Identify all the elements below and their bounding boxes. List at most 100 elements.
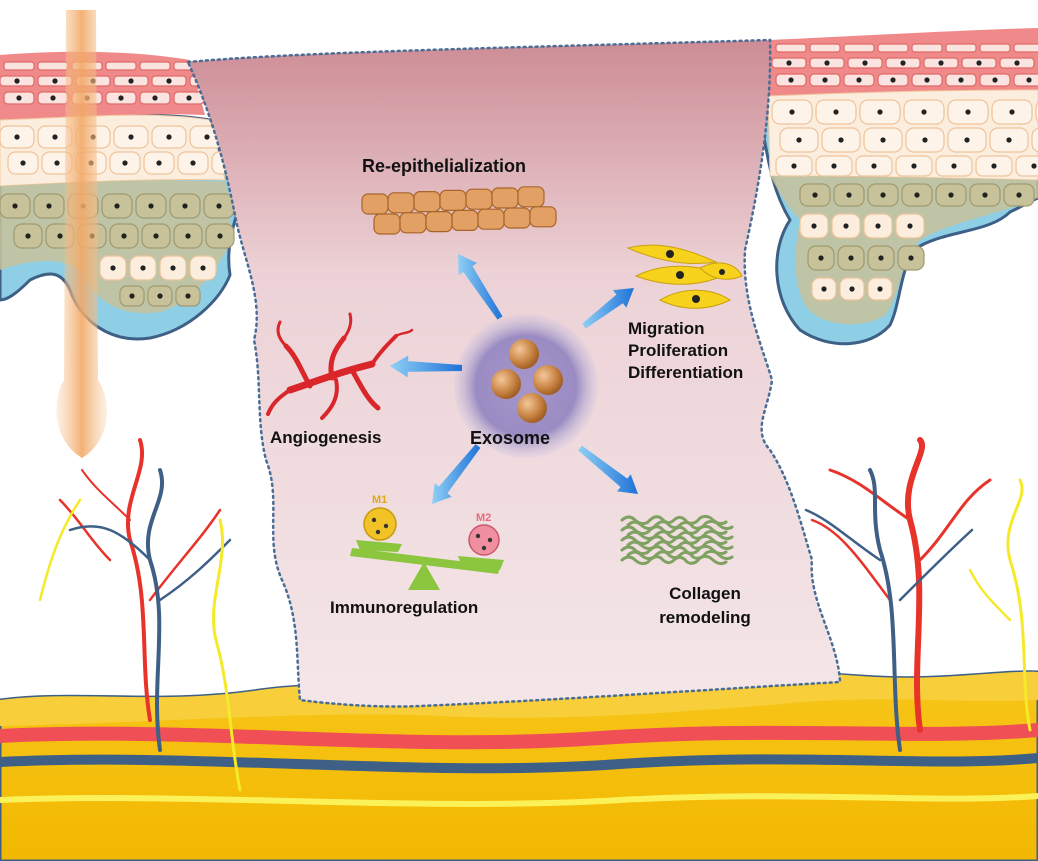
right-vein-branch: [868, 468, 902, 752]
exosome-particle-4: [517, 393, 547, 423]
stratum-corneum-cell: [3, 61, 35, 71]
macrophage-m2-cell: [468, 524, 500, 556]
epithelial-cell: [361, 193, 389, 215]
cell-nucleus: [1031, 163, 1037, 169]
balance-pan-left: [356, 540, 402, 552]
exosome-halo: [454, 314, 598, 458]
right-artery-branch: [905, 437, 925, 733]
stratum-corneum-cell: [37, 61, 69, 71]
cell-nucleus: [976, 60, 982, 66]
angio-branch-1: [283, 343, 313, 389]
cell-nucleus: [914, 192, 920, 198]
cell-nucleus: [890, 77, 896, 83]
cell-nucleus: [821, 286, 827, 292]
cell-nucleus: [880, 192, 886, 198]
fibroblast-nucleus-2: [676, 271, 684, 279]
arrow-to-collagen: [578, 445, 638, 494]
cell-nucleus: [114, 203, 120, 209]
right-artery-twig: [918, 478, 992, 562]
label-angiogenesis: Angiogenesis: [270, 428, 382, 447]
stratum-corneum-cell: [105, 61, 137, 71]
label-m1: M1: [372, 494, 388, 506]
left-nerve-branch: [212, 518, 242, 792]
cell-nucleus: [122, 160, 128, 166]
macrophage-m1-cell: [363, 507, 397, 541]
cell-nucleus: [118, 95, 124, 101]
left-vein-twig: [68, 525, 152, 562]
cell-nucleus: [128, 78, 134, 84]
m2-dot-2: [487, 537, 493, 543]
cell-nucleus: [862, 60, 868, 66]
keratinocyte: [1015, 155, 1038, 177]
m2-dot-3: [481, 545, 487, 551]
epithelial-cell: [413, 191, 441, 213]
arrow-to-angiogenesis: [390, 355, 463, 378]
fibroblast-cells: [626, 244, 743, 309]
stratum-corneum-cell: [945, 43, 977, 53]
epithelial-cell: [465, 188, 493, 210]
angio-branch-6: [276, 320, 288, 348]
cell-nucleus: [52, 78, 58, 84]
hair-follicle: [56, 10, 108, 458]
cell-nucleus: [54, 160, 60, 166]
collagen-fiber: [626, 549, 734, 561]
cell-nucleus: [907, 223, 913, 229]
left-artery-branch: [126, 438, 152, 722]
cell-nucleus: [878, 255, 884, 261]
m2-dot-1: [475, 533, 481, 539]
label-proliferation: Proliferation: [628, 341, 729, 360]
left-nerve-twig: [38, 498, 82, 602]
stratum-corneum-cell: [1013, 43, 1038, 53]
cell-nucleus: [831, 163, 837, 169]
cell-nucleus: [185, 233, 191, 239]
epithelial-cell: [477, 208, 505, 230]
cell-nucleus: [12, 203, 18, 209]
label-collagen: Collagen: [669, 584, 741, 603]
exosome-particle-2: [491, 369, 521, 399]
cell-nucleus: [991, 163, 997, 169]
fibroblast-nucleus-4: [719, 269, 725, 275]
cell-nucleus: [856, 77, 862, 83]
cell-nucleus: [204, 134, 210, 140]
exosome-particles: [491, 339, 563, 423]
main-artery: [0, 723, 1038, 750]
arrow-to-reepithelialization: [458, 254, 503, 320]
balance-beam: [350, 548, 500, 574]
cell-nucleus: [166, 134, 172, 140]
cell-nucleus: [20, 160, 26, 166]
angio-branch-4: [370, 334, 398, 366]
cell-nucleus: [1006, 137, 1012, 143]
m1-dot-3: [375, 529, 381, 535]
label-differentiation: Differentiation: [628, 363, 744, 382]
cell-nucleus: [791, 163, 797, 169]
angio-branch-7: [342, 312, 353, 340]
cell-nucleus: [921, 109, 927, 115]
cell-nucleus: [838, 137, 844, 143]
immunoregulation-balance: [350, 507, 504, 590]
fibroblast-nucleus-3: [692, 295, 700, 303]
stratum-corneum-cell: [775, 43, 807, 53]
balance-pan-right: [458, 556, 504, 570]
label-exosome: Exosome: [470, 428, 551, 448]
cell-nucleus: [948, 192, 954, 198]
cell-nucleus: [50, 95, 56, 101]
epithelial-cell: [451, 209, 479, 231]
cell-nucleus: [824, 60, 830, 66]
cell-nucleus: [1009, 109, 1015, 115]
epithelial-cell: [373, 213, 401, 235]
cell-nucleus: [843, 223, 849, 229]
cell-nucleus: [924, 77, 930, 83]
cell-nucleus: [796, 137, 802, 143]
cell-nucleus: [880, 137, 886, 143]
cell-nucleus: [911, 163, 917, 169]
cell-nucleus: [1016, 192, 1022, 198]
cell-nucleus: [871, 163, 877, 169]
cell-nucleus: [786, 60, 792, 66]
cell-nucleus: [52, 134, 58, 140]
collagen-fiber: [626, 539, 734, 551]
right-nerve-twig: [968, 568, 1012, 622]
cell-nucleus: [833, 109, 839, 115]
cell-nucleus: [217, 233, 223, 239]
m1-dot-1: [371, 517, 377, 523]
